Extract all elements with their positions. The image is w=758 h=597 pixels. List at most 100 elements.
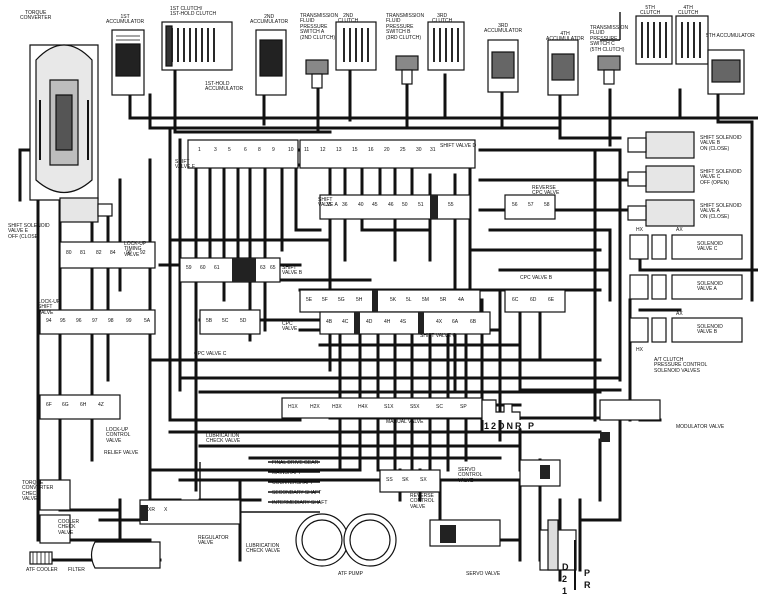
label-relief-valve: RELIEF VALVE: [104, 450, 139, 456]
port-tag: 5H: [356, 297, 363, 303]
accumulator-4th: [547, 39, 579, 96]
label-reverse-cpc-valve: REVERSE CPC VALVE: [532, 185, 560, 197]
port-tag: 15: [352, 147, 358, 153]
port-tag: 13: [336, 147, 342, 153]
label-servo-control-valve: SERVO CONTROL VALVE: [458, 467, 483, 484]
label-shift-valve-c: SHIFT VALVE C: [420, 333, 457, 339]
port-tag: 8: [258, 147, 261, 153]
port-tag: H3X: [332, 404, 342, 410]
label-shift-valve-a: SHIFT VALVE A: [318, 197, 338, 209]
port-tag: 6D: [530, 297, 537, 303]
port-tag: 40: [358, 202, 364, 208]
port-tag: 5D: [240, 318, 247, 324]
atf-cooler: [29, 551, 53, 565]
port-tag: 36: [342, 202, 348, 208]
port-tag: SK: [402, 477, 409, 483]
label-ax-b: AX: [676, 311, 683, 317]
label-final-drive-gear: FINAL DRIVE GEAR: [272, 460, 319, 466]
label-regulator-valve: REGULATOR VALVE: [198, 535, 229, 547]
label-accumulator-1st-hold: 1ST-HOLD ACCUMULATOR: [205, 81, 244, 93]
label-solenoid-valve-a: SOLENOID VALVE A: [697, 281, 723, 293]
label-accumulator-4th: 4TH ACCUMULATOR: [546, 31, 585, 43]
atf-filter: [90, 541, 161, 569]
label-servo-valve: SERVO VALVE: [466, 571, 501, 577]
label-reverse-control-valve: REVERSE CONTROL VALVE: [410, 493, 435, 510]
port-tag: 5G: [338, 297, 345, 303]
port-tag: 12: [320, 147, 326, 153]
port-tag: 25: [400, 147, 406, 153]
label-shift-solenoid-c: SHIFT SOLENOID VALVE C OFF (OPEN): [700, 169, 742, 186]
label-solenoid-valve-c: SOLENOID VALVE C: [697, 241, 723, 253]
port-tag: H1X: [288, 404, 298, 410]
label-ax-c: AX: [676, 227, 683, 233]
label-shift-solenoid-b: SHIFT SOLENOID VALVE B ON (CLOSE): [700, 135, 742, 152]
port-tag: 20: [384, 147, 390, 153]
port-tag: SS: [386, 477, 393, 483]
label-countershaft: COUNTERSHAFT: [272, 480, 314, 486]
port-tag: 56: [512, 202, 518, 208]
pressure-switch-b: [395, 55, 419, 85]
label-accumulator-2nd: 2ND ACCUMULATOR: [250, 14, 289, 26]
components: [29, 15, 745, 590]
label-secondary-shaft: SECONDARY SHAFT: [272, 490, 322, 496]
port-tag: 5K: [390, 297, 397, 303]
shift-solenoid-e: [59, 197, 113, 223]
port-tag: 57: [528, 202, 534, 208]
port-tag: 50: [402, 202, 408, 208]
port-tag: 6H: [80, 402, 87, 408]
label-mainshaft: MAINSHAFT: [272, 470, 301, 476]
port-tag: 4A: [458, 297, 465, 303]
port-tag: 63: [260, 265, 266, 271]
label-modulator-valve: MODULATOR VALVE: [676, 424, 725, 430]
label-atf-pump: ATF PUMP: [338, 571, 363, 577]
label-shift-valve-b: SHIFT VALVE B: [282, 265, 303, 277]
port-tag: SC: [436, 404, 443, 410]
clutch-1st: [161, 21, 233, 71]
port-tag: 95: [60, 318, 66, 324]
label-shift-valve-d: SHIFT VALVE D: [440, 143, 477, 149]
port-tag: 46: [388, 202, 394, 208]
label-cpc-valve: CPC VALVE: [282, 321, 298, 333]
accumulator-5th: [707, 49, 745, 95]
label-hx-c: HX: [636, 227, 643, 233]
port-tag: 82: [96, 250, 102, 256]
port-tag: 5R: [440, 297, 447, 303]
label-manual-valve: MANUAL VALVE: [386, 419, 424, 425]
port-tag: 16: [368, 147, 374, 153]
label-clutch-1st: 1ST CLUTCH/ 1ST-HOLD CLUTCH: [170, 6, 217, 18]
pc-solenoid-c: [629, 234, 743, 260]
port-tag: 59: [186, 265, 192, 271]
port-tag: 6: [244, 147, 247, 153]
spool-lands: [140, 195, 610, 543]
label-pos-d: D: [562, 562, 571, 572]
port-tag: 6A: [452, 319, 459, 325]
label-clutch-3rd: 3RD CLUTCH: [432, 13, 453, 25]
port-tag: 4S: [400, 319, 407, 325]
label-pressure-switch-b: TRANSMISSION FLUID PRESSURE SWITCH B (3R…: [386, 13, 425, 41]
port-tag: 84: [110, 250, 116, 256]
label-cpc-valve-c: CPC VALVE C: [194, 351, 227, 357]
port-tag: 98: [108, 318, 114, 324]
pressure-switch-a: [305, 59, 329, 89]
port-tag: 4B: [326, 319, 333, 325]
clutch-2nd: [335, 21, 377, 71]
label-pos-r: R: [584, 580, 593, 590]
port-tag: 92: [140, 250, 146, 256]
accumulator-2nd: [255, 29, 287, 96]
port-tag: 80: [66, 250, 72, 256]
port-tag: 30: [416, 147, 422, 153]
port-tag: 35: [326, 202, 332, 208]
port-tag: 5B: [206, 318, 213, 324]
port-tag: S5X: [410, 404, 420, 410]
label-pos-p: P: [584, 568, 593, 578]
port-tag: 60: [200, 265, 206, 271]
label-lubrication-check-b: LUBRICATION CHECK VALVE: [246, 543, 281, 555]
label-cooler-check-valve: COOLER CHECK VALVE: [58, 519, 80, 536]
port-tag: 5A: [144, 318, 151, 324]
label-clutch-5th: 5TH CLUTCH: [640, 5, 661, 17]
label-pos-1: 1: [562, 586, 570, 596]
port-tag: S1X: [384, 404, 394, 410]
